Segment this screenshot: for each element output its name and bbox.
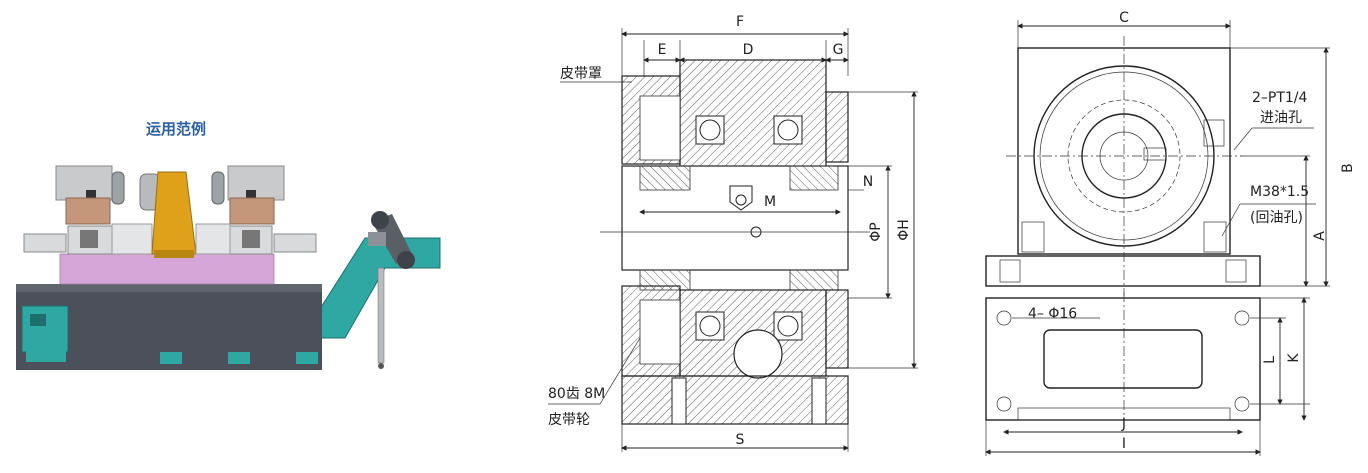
belt-cover-callout: 皮带罩 <box>560 66 602 82</box>
dim-M-label: M <box>764 194 776 210</box>
dim-E-label: E <box>658 42 667 58</box>
dim-G-label: G <box>833 42 844 58</box>
dim-S-label: S <box>736 432 745 448</box>
front-view: C B A 2–PT1/4 进油孔 M38*1.5 (回油孔) <box>985 10 1356 296</box>
dim-A-label: A <box>1312 231 1328 241</box>
dim-I-label: I <box>1122 436 1126 452</box>
usage-example-title: 运用范例 <box>146 120 206 138</box>
bottom-view: 4– Φ16 L K J I <box>985 292 1310 456</box>
oil-inlet-callout-line2: 进油孔 <box>1260 110 1302 126</box>
right-spindle-unit <box>195 165 317 255</box>
pink-worktable <box>59 253 275 285</box>
dim-C-label: C <box>1119 10 1129 26</box>
mount-holes-callout: 4– Φ16 <box>1028 306 1077 322</box>
oil-inlet-callout-line1: 2–PT1/4 <box>1252 90 1308 106</box>
oil-return-callout-line2: (回油孔) <box>1250 210 1303 226</box>
chip-conveyor <box>317 211 441 369</box>
dim-K-label: K <box>1286 353 1302 363</box>
left-spindle-unit <box>23 165 153 255</box>
machine-base <box>16 284 322 370</box>
pulley-callout-line2: 皮带轮 <box>548 412 590 428</box>
dim-F-label: F <box>736 14 744 30</box>
dim-H-label: ΦH <box>896 219 912 241</box>
dim-L-label: L <box>1262 356 1278 364</box>
usage-example-illustration: 运用范例 <box>16 120 441 370</box>
pulley-callout-line1: 80齿 8M <box>548 386 605 402</box>
dim-D-label: D <box>743 42 754 58</box>
dim-J-label: J <box>1121 416 1126 432</box>
dim-N-label: N <box>863 174 873 190</box>
dim-B-label: B <box>1340 163 1356 173</box>
center-workpiece-fixture <box>139 171 197 258</box>
dim-P-label: ΦP <box>868 222 884 241</box>
section-view: F E D G M <box>548 14 918 452</box>
oil-return-callout-line1: M38*1.5 <box>1250 184 1309 200</box>
